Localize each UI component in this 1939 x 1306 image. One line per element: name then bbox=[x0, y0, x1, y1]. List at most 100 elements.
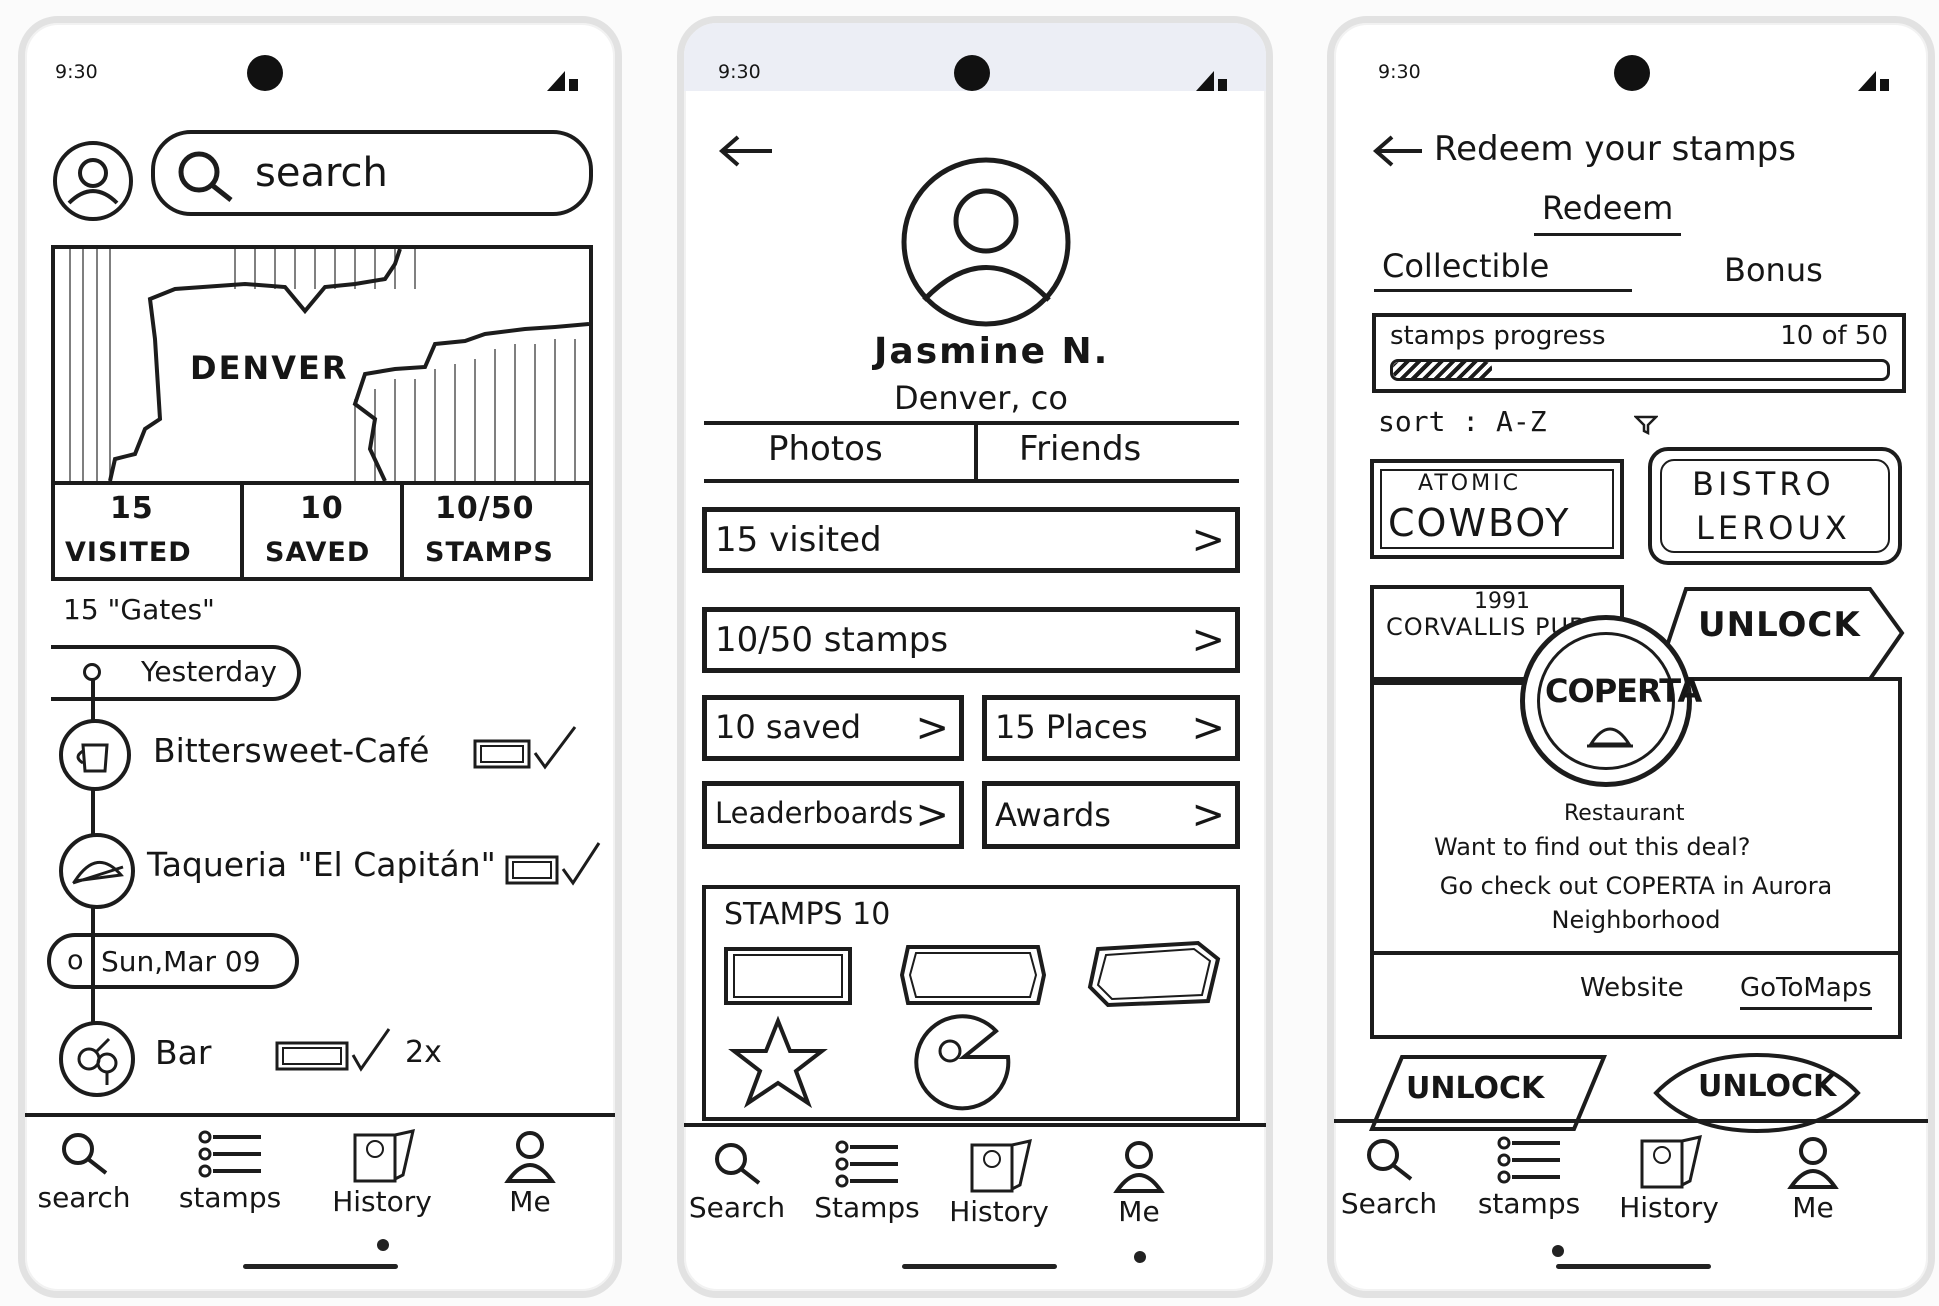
nav-me[interactable]: Me bbox=[1084, 1139, 1194, 1228]
home-indicator bbox=[243, 1264, 398, 1269]
nav-stamps[interactable]: stamps bbox=[1474, 1135, 1584, 1220]
chevron-right-icon: > bbox=[915, 792, 949, 838]
phone-screen-profile: 9:30 Jasmine N. Denver, co Photos Friend… bbox=[677, 16, 1273, 1298]
unlock-button-2[interactable]: UNLOCK bbox=[1698, 1069, 1837, 1104]
search-placeholder: search bbox=[255, 150, 388, 196]
stamp-bistro-leroux[interactable]: BISTRO LEROUX bbox=[1648, 447, 1902, 565]
nav-active-indicator bbox=[1134, 1251, 1146, 1263]
stat-visited-value: 15 bbox=[110, 491, 154, 526]
progress-count: 10 of 50 bbox=[1780, 321, 1888, 351]
nav-search[interactable]: Search bbox=[1334, 1135, 1444, 1220]
stat-stamps-value: 10/50 bbox=[435, 491, 535, 526]
nav-history[interactable]: History bbox=[327, 1129, 437, 1218]
profile-avatar-button[interactable] bbox=[53, 141, 133, 221]
coperta-stamp-badge: COPERTA bbox=[1520, 615, 1702, 787]
back-arrow-icon[interactable] bbox=[716, 131, 776, 171]
filter-icon[interactable] bbox=[1634, 413, 1658, 437]
chevron-right-icon: > bbox=[1191, 517, 1225, 563]
visited-row[interactable]: 15 visited > bbox=[702, 507, 1240, 573]
page-title: Redeem your stamps bbox=[1434, 129, 1796, 169]
list-icon bbox=[198, 1130, 261, 1178]
list-icon bbox=[835, 1140, 898, 1188]
search-icon bbox=[62, 1133, 108, 1175]
tab-collectible[interactable]: Collectible bbox=[1382, 247, 1550, 285]
progress-bar bbox=[1390, 359, 1890, 381]
nav-stamps[interactable]: Stamps bbox=[812, 1139, 922, 1224]
tab-photos[interactable]: Photos bbox=[768, 429, 883, 469]
chevron-right-icon: > bbox=[1191, 617, 1225, 663]
bottom-nav: Search stamps History Me bbox=[1334, 1119, 1928, 1289]
home-indicator bbox=[902, 1264, 1057, 1269]
sort-dropdown[interactable]: sort : A-Z bbox=[1378, 405, 1547, 438]
person-icon bbox=[1113, 1141, 1165, 1193]
tab-friends[interactable]: Friends bbox=[1019, 429, 1142, 469]
search-icon bbox=[1367, 1139, 1413, 1181]
profile-name: Jasmine N. bbox=[874, 331, 1110, 372]
stamps-progress-card: stamps progress 10 of 50 bbox=[1372, 313, 1906, 393]
list-item-name[interactable]: Taqueria "El Capitán" bbox=[147, 845, 496, 884]
nav-active-indicator bbox=[1552, 1245, 1564, 1257]
stamps-row[interactable]: 10/50 stamps > bbox=[702, 607, 1240, 673]
places-row[interactable]: 15 Places > bbox=[982, 695, 1240, 761]
person-icon bbox=[504, 1131, 556, 1183]
signal-icon bbox=[1196, 71, 1227, 91]
unlock-tab[interactable]: UNLOCK bbox=[1698, 605, 1861, 645]
stamp-check-icon bbox=[473, 726, 577, 770]
search-icon bbox=[715, 1143, 761, 1185]
stamps-panel: STAMPS 10 bbox=[702, 885, 1240, 1121]
tab-redeem[interactable]: Redeem bbox=[1534, 189, 1682, 236]
camera-icon bbox=[954, 55, 990, 91]
home-indicator bbox=[1556, 1264, 1711, 1269]
passport-icon bbox=[970, 1139, 1032, 1193]
leaderboards-row[interactable]: Leaderboards > bbox=[702, 781, 964, 849]
nav-history[interactable]: History bbox=[944, 1139, 1054, 1228]
stamp-atomic-cowboy[interactable]: ATOMIC COWBOY bbox=[1370, 459, 1624, 559]
stat-saved-label: SAVED bbox=[265, 537, 371, 568]
cafe-icon bbox=[59, 719, 131, 791]
date-pill-sun-mar-09: o Sun,Mar 09 bbox=[47, 933, 299, 989]
passport-icon bbox=[353, 1129, 415, 1183]
passport-icon bbox=[1640, 1135, 1702, 1189]
signal-icon bbox=[547, 71, 578, 91]
go-to-maps-link[interactable]: GoToMaps bbox=[1740, 973, 1872, 1010]
list-item-name[interactable]: Bittersweet-Café bbox=[153, 731, 430, 770]
nav-active-indicator bbox=[377, 1239, 389, 1251]
nav-history[interactable]: History bbox=[1614, 1135, 1724, 1224]
chevron-right-icon: > bbox=[1191, 705, 1225, 751]
visit-count-badge: 2x bbox=[405, 1035, 442, 1070]
camera-icon bbox=[247, 55, 283, 91]
nav-stamps[interactable]: stamps bbox=[175, 1129, 285, 1214]
nav-search[interactable]: search bbox=[29, 1129, 139, 1214]
stat-saved-value: 10 bbox=[300, 491, 344, 526]
saved-row[interactable]: 10 saved > bbox=[702, 695, 964, 761]
search-input[interactable]: search bbox=[151, 130, 593, 216]
list-item-name[interactable]: Bar bbox=[155, 1033, 212, 1072]
signal-icon bbox=[1858, 71, 1889, 91]
avatar bbox=[901, 157, 1071, 327]
back-arrow-icon[interactable] bbox=[1370, 131, 1426, 171]
tab-bonus[interactable]: Bonus bbox=[1724, 251, 1823, 289]
nav-me[interactable]: Me bbox=[475, 1129, 585, 1218]
map-city-label: DENVER bbox=[190, 349, 349, 387]
taco-icon bbox=[59, 833, 135, 909]
unlock-button-1[interactable]: UNLOCK bbox=[1406, 1071, 1545, 1106]
gender-icon bbox=[59, 1021, 135, 1097]
bottom-nav: search stamps History Me bbox=[25, 1113, 615, 1283]
stamps-panel-title: STAMPS 10 bbox=[724, 897, 891, 932]
nav-me[interactable]: Me bbox=[1758, 1135, 1868, 1224]
status-time: 9:30 bbox=[55, 61, 98, 83]
list-icon bbox=[1497, 1136, 1560, 1184]
website-link[interactable]: Website bbox=[1580, 973, 1684, 1003]
stamp-check-icon bbox=[275, 1028, 391, 1072]
stamp-check-icon bbox=[505, 842, 601, 886]
phone-screen-redeem: 9:30 Redeem your stamps Redeem Collectib… bbox=[1327, 16, 1935, 1298]
progress-label: stamps progress bbox=[1390, 321, 1606, 351]
chevron-right-icon: > bbox=[915, 705, 949, 751]
deal-body: Go check out COPERTA in Aurora Neighborh… bbox=[1439, 872, 1833, 934]
deal-card: Want to find out this deal? Go check out… bbox=[1370, 677, 1902, 1039]
nav-search[interactable]: Search bbox=[684, 1139, 792, 1224]
map-view[interactable]: DENVER bbox=[51, 245, 593, 485]
awards-row[interactable]: Awards > bbox=[982, 781, 1240, 849]
search-icon bbox=[178, 151, 233, 202]
deal-subtitle: Restaurant bbox=[1564, 801, 1685, 826]
